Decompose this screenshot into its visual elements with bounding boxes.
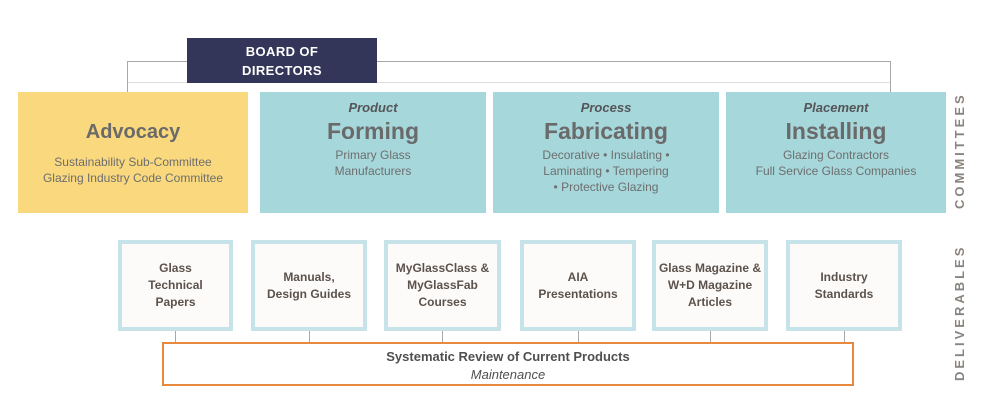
committee-box-fabricating: Process Fabricating Decorative • Insulat…	[493, 92, 719, 213]
committee-line: Laminating • Tempering	[543, 164, 669, 178]
committees-side-label: COMMITTEES	[952, 92, 967, 210]
deliverable-line: Glass Magazine &	[658, 261, 762, 275]
deliverable-box-myglassclass-courses: MyGlassClass & MyGlassFab Courses	[384, 240, 501, 331]
deliverable-line: AIA	[567, 269, 589, 284]
connector-horizontal-main	[127, 61, 890, 62]
deliverable-box-magazine-articles: Glass Magazine & W+D Magazine Articles	[652, 240, 768, 331]
deliverable-line: Presentations	[538, 286, 618, 301]
committee-box-forming: Product Forming Primary Glass Manufactur…	[260, 92, 486, 213]
committee-box-advocacy: Advocacy Sustainability Sub-Committee Gl…	[18, 92, 248, 213]
committee-line: • Protective Glazing	[553, 180, 659, 194]
deliverable-line: Glass	[159, 261, 192, 275]
connector-drop-left	[127, 61, 128, 92]
committee-title: Advocacy	[85, 121, 181, 143]
board-of-directors-box: BOARD OF DIRECTORS	[187, 38, 377, 83]
committee-category: Placement	[803, 100, 869, 115]
connector-tick	[710, 331, 711, 342]
deliverable-line: Technical	[148, 278, 203, 292]
deliverable-line: Papers	[155, 295, 196, 309]
deliverable-line: Articles	[687, 295, 733, 309]
deliverable-line: Courses	[418, 295, 467, 309]
committee-line: Decorative • Insulating •	[542, 148, 670, 162]
systematic-review-box: Systematic Review of Current Products Ma…	[162, 342, 854, 386]
committee-line: Manufacturers	[334, 164, 412, 178]
deliverable-box-glass-technical-papers: Glass Technical Papers	[118, 240, 233, 331]
committee-line: Full Service Glass Companies	[755, 164, 917, 178]
review-title: Systematic Review of Current Products	[386, 349, 630, 364]
review-subtitle: Maintenance	[470, 367, 546, 382]
committee-line: Glazing Contractors	[782, 148, 890, 162]
deliverables-side-label: DELIVERABLES	[952, 244, 967, 382]
board-line: DIRECTORS	[242, 63, 322, 78]
committee-category: Product	[348, 100, 398, 115]
connector-horizontal-light	[127, 82, 890, 83]
connector-tick	[844, 331, 845, 342]
committee-line: Sustainability Sub-Committee	[54, 155, 212, 169]
deliverable-line: Design Guides	[266, 286, 352, 301]
deliverable-line: Industry Standards	[814, 269, 874, 301]
committee-title: Installing	[785, 118, 887, 144]
committee-category: Process	[580, 100, 632, 115]
deliverable-line: Manuals,	[283, 269, 335, 284]
deliverable-box-aia-presentations: AIA Presentations	[520, 240, 636, 331]
deliverable-line: MyGlassClass &	[395, 261, 490, 275]
connector-tick	[442, 331, 443, 342]
connector-tick	[309, 331, 310, 342]
committee-title: Forming	[327, 118, 419, 144]
deliverable-line: MyGlassFab	[407, 278, 478, 292]
committee-title: Fabricating	[544, 118, 668, 144]
connector-tick	[175, 331, 176, 342]
committee-box-installing: Placement Installing Glazing Contractors…	[726, 92, 946, 213]
connector-tick	[578, 331, 579, 342]
committee-line: Glazing Industry Code Committee	[42, 171, 224, 185]
deliverable-line: W+D Magazine	[667, 278, 753, 292]
committee-line: Primary Glass	[335, 148, 411, 162]
board-line: BOARD OF	[245, 44, 319, 59]
deliverable-box-industry-standards: Industry Standards	[786, 240, 902, 331]
deliverable-box-manuals-design-guides: Manuals, Design Guides	[251, 240, 367, 331]
connector-drop-right	[890, 61, 891, 92]
